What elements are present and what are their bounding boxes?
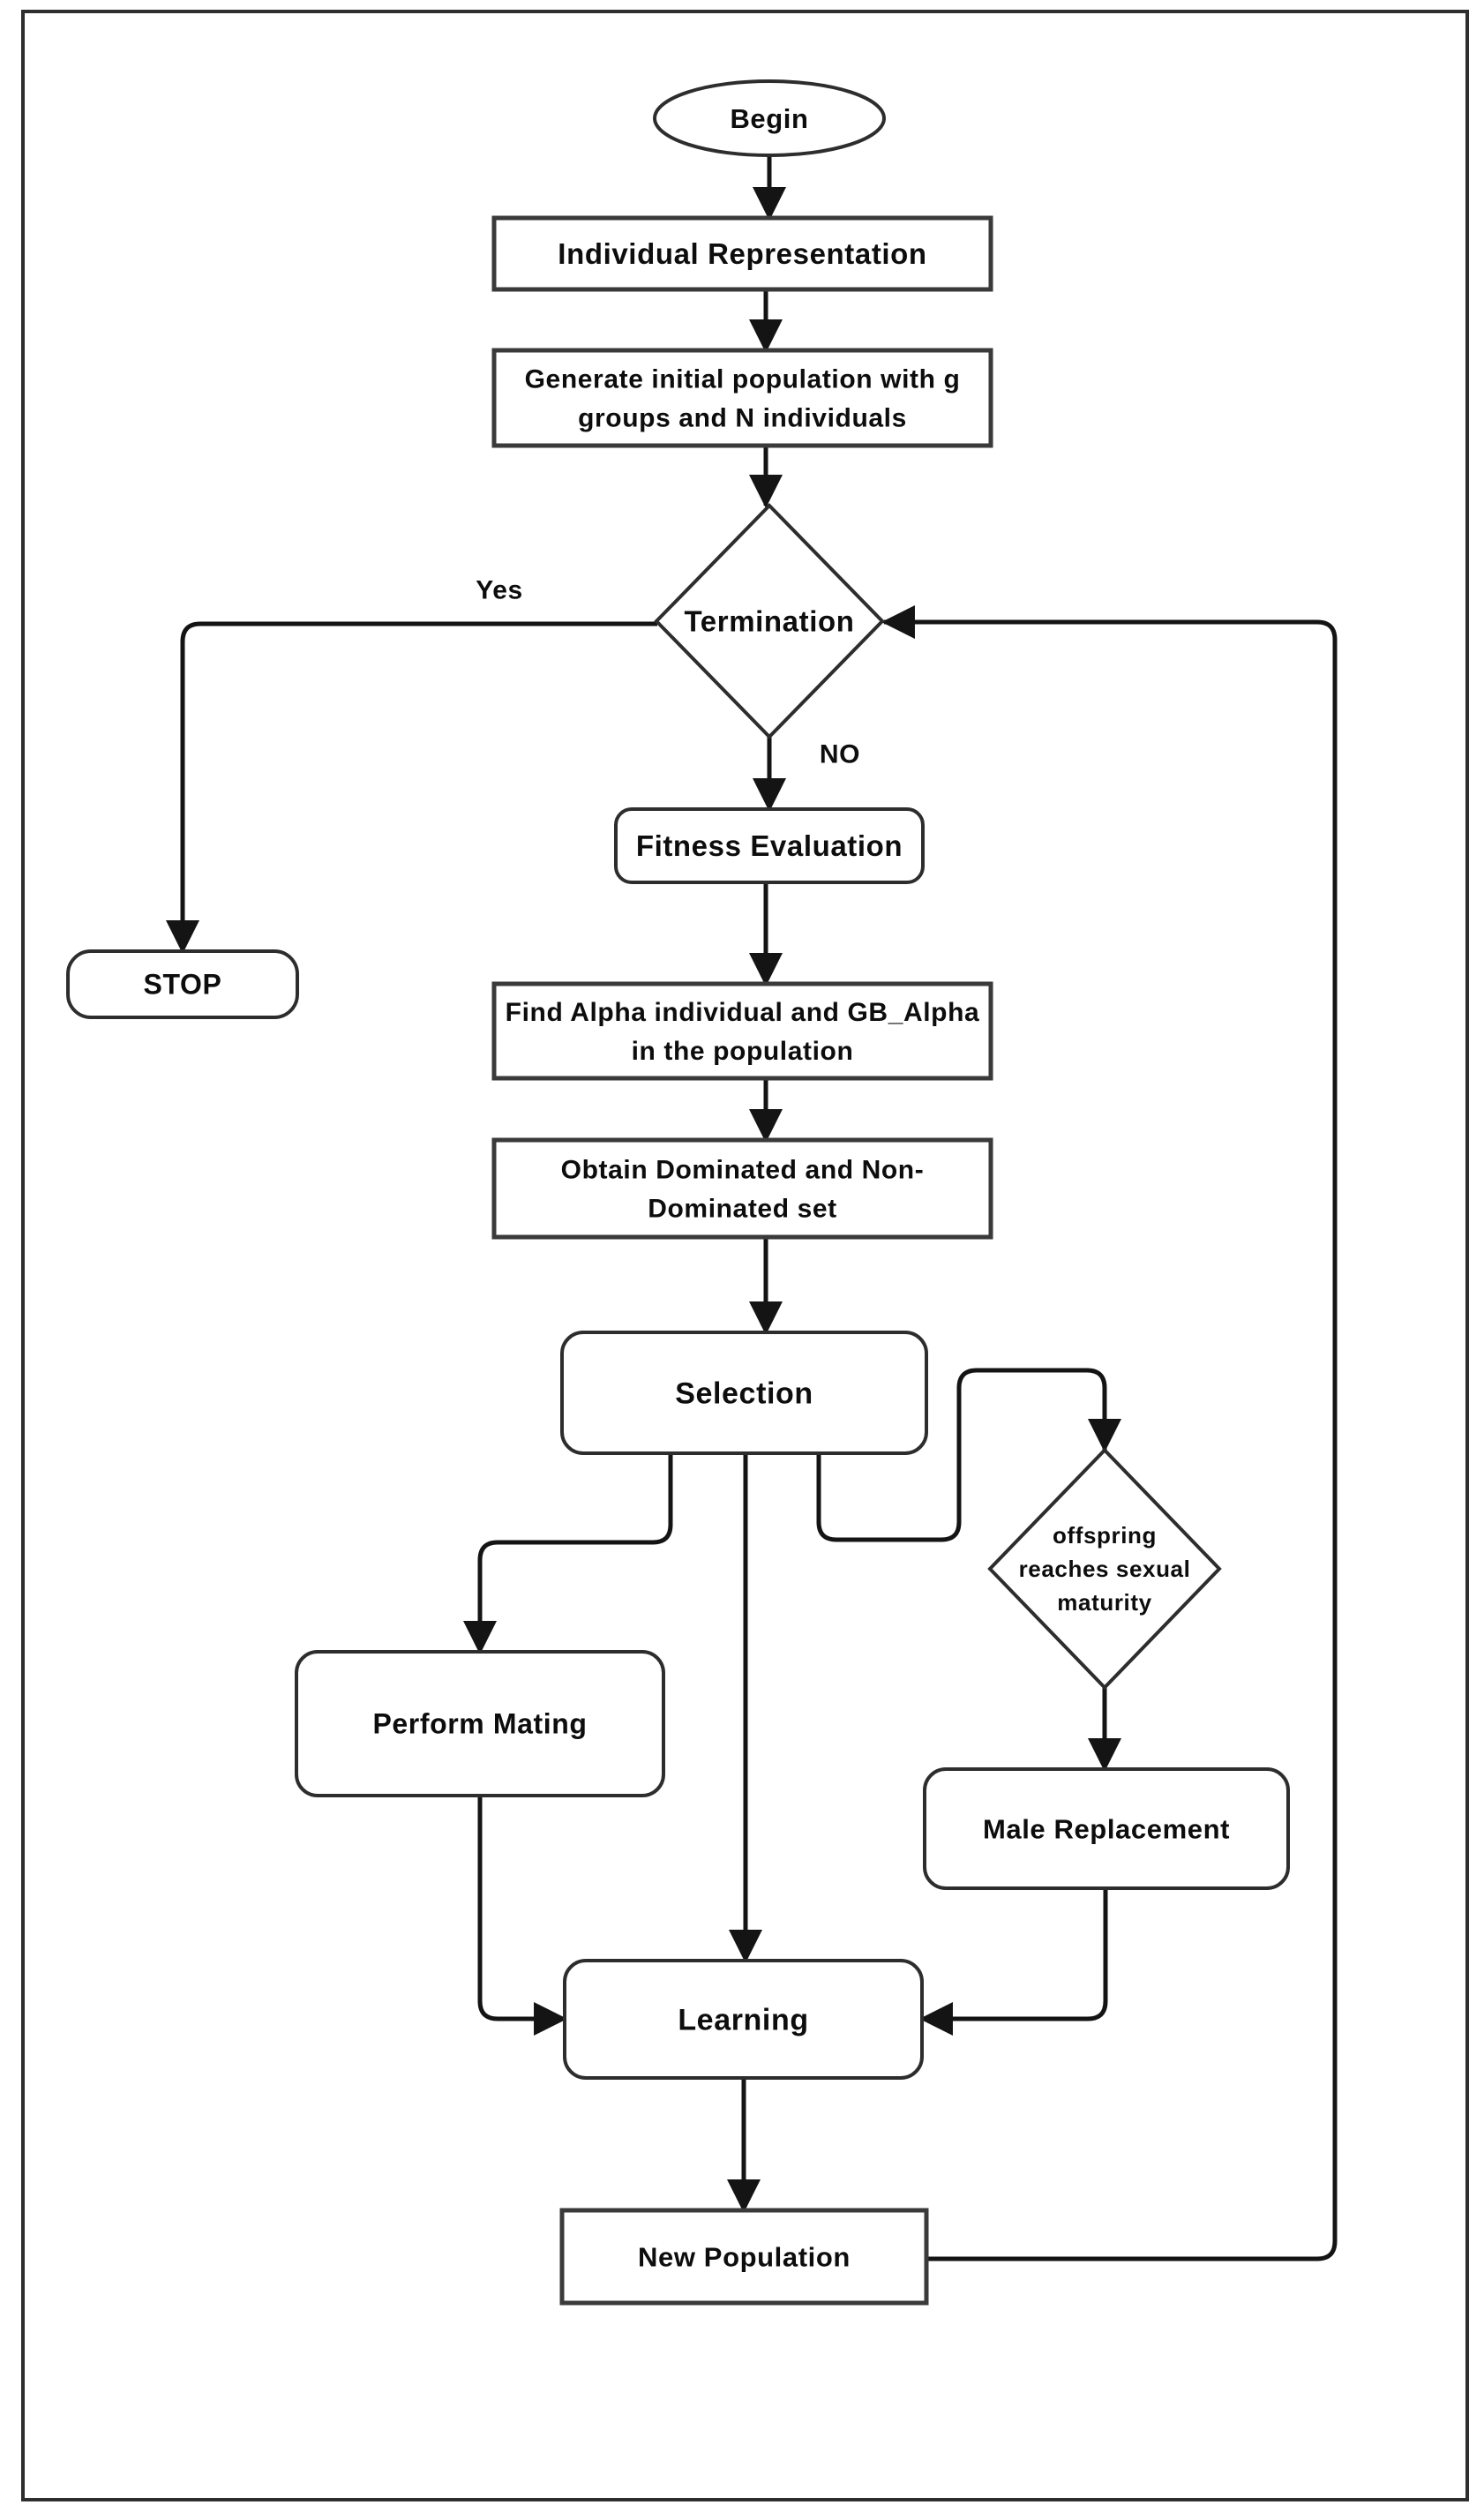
edge-selection-to-offspring <box>816 1368 1121 1542</box>
edge-termination-yes-to-stop <box>166 621 657 955</box>
label-no: NO <box>820 740 860 769</box>
node-perform-mating-label: Perform Mating <box>372 1708 587 1740</box>
node-learning-shape <box>563 1959 924 2080</box>
edge-mating-to-learning <box>477 1796 568 2036</box>
node-selection-shape <box>560 1331 928 1455</box>
node-offspring-maturity-shape <box>987 1447 1222 1691</box>
node-new-population-shape <box>559 2208 929 2306</box>
node-individual-representation-shape <box>491 215 993 292</box>
node-stop-label: STOP <box>144 969 222 1001</box>
node-fitness-evaluation-label: Fitness Evaluation <box>636 829 903 862</box>
node-termination-label: Termination <box>685 605 855 638</box>
node-find-alpha-shape <box>491 981 993 1081</box>
node-male-replacement-label: Male Replacement <box>983 1813 1230 1844</box>
node-learning-label: Learning <box>678 2003 808 2036</box>
node-selection-label: Selection <box>675 1376 813 1410</box>
edge-new-population-to-termination <box>881 605 1338 2261</box>
node-stop-shape <box>66 949 299 1019</box>
node-begin-label: Begin <box>730 103 808 134</box>
edges-layer <box>166 155 1338 2261</box>
edge-selection-to-mating <box>463 1453 673 1655</box>
node-new-population-label: New Population <box>638 2241 851 2272</box>
node-obtain-dominated-shape <box>491 1137 993 1240</box>
label-yes: Yes <box>476 576 523 605</box>
node-termination-shape <box>654 503 885 739</box>
node-obtain-dominated-label: Obtain Dominated and Non-Dominated set <box>561 1156 925 1224</box>
node-generate-initial-population-shape <box>491 348 993 448</box>
node-perform-mating-shape <box>295 1650 665 1797</box>
edge-male-to-learning <box>918 1888 1108 2036</box>
node-fitness-evaluation-shape <box>614 807 925 884</box>
node-begin-shape <box>653 79 886 157</box>
node-male-replacement-shape <box>923 1767 1290 1890</box>
figure-border <box>21 10 1469 2501</box>
node-individual-representation-label: Individual Representation <box>558 237 926 270</box>
